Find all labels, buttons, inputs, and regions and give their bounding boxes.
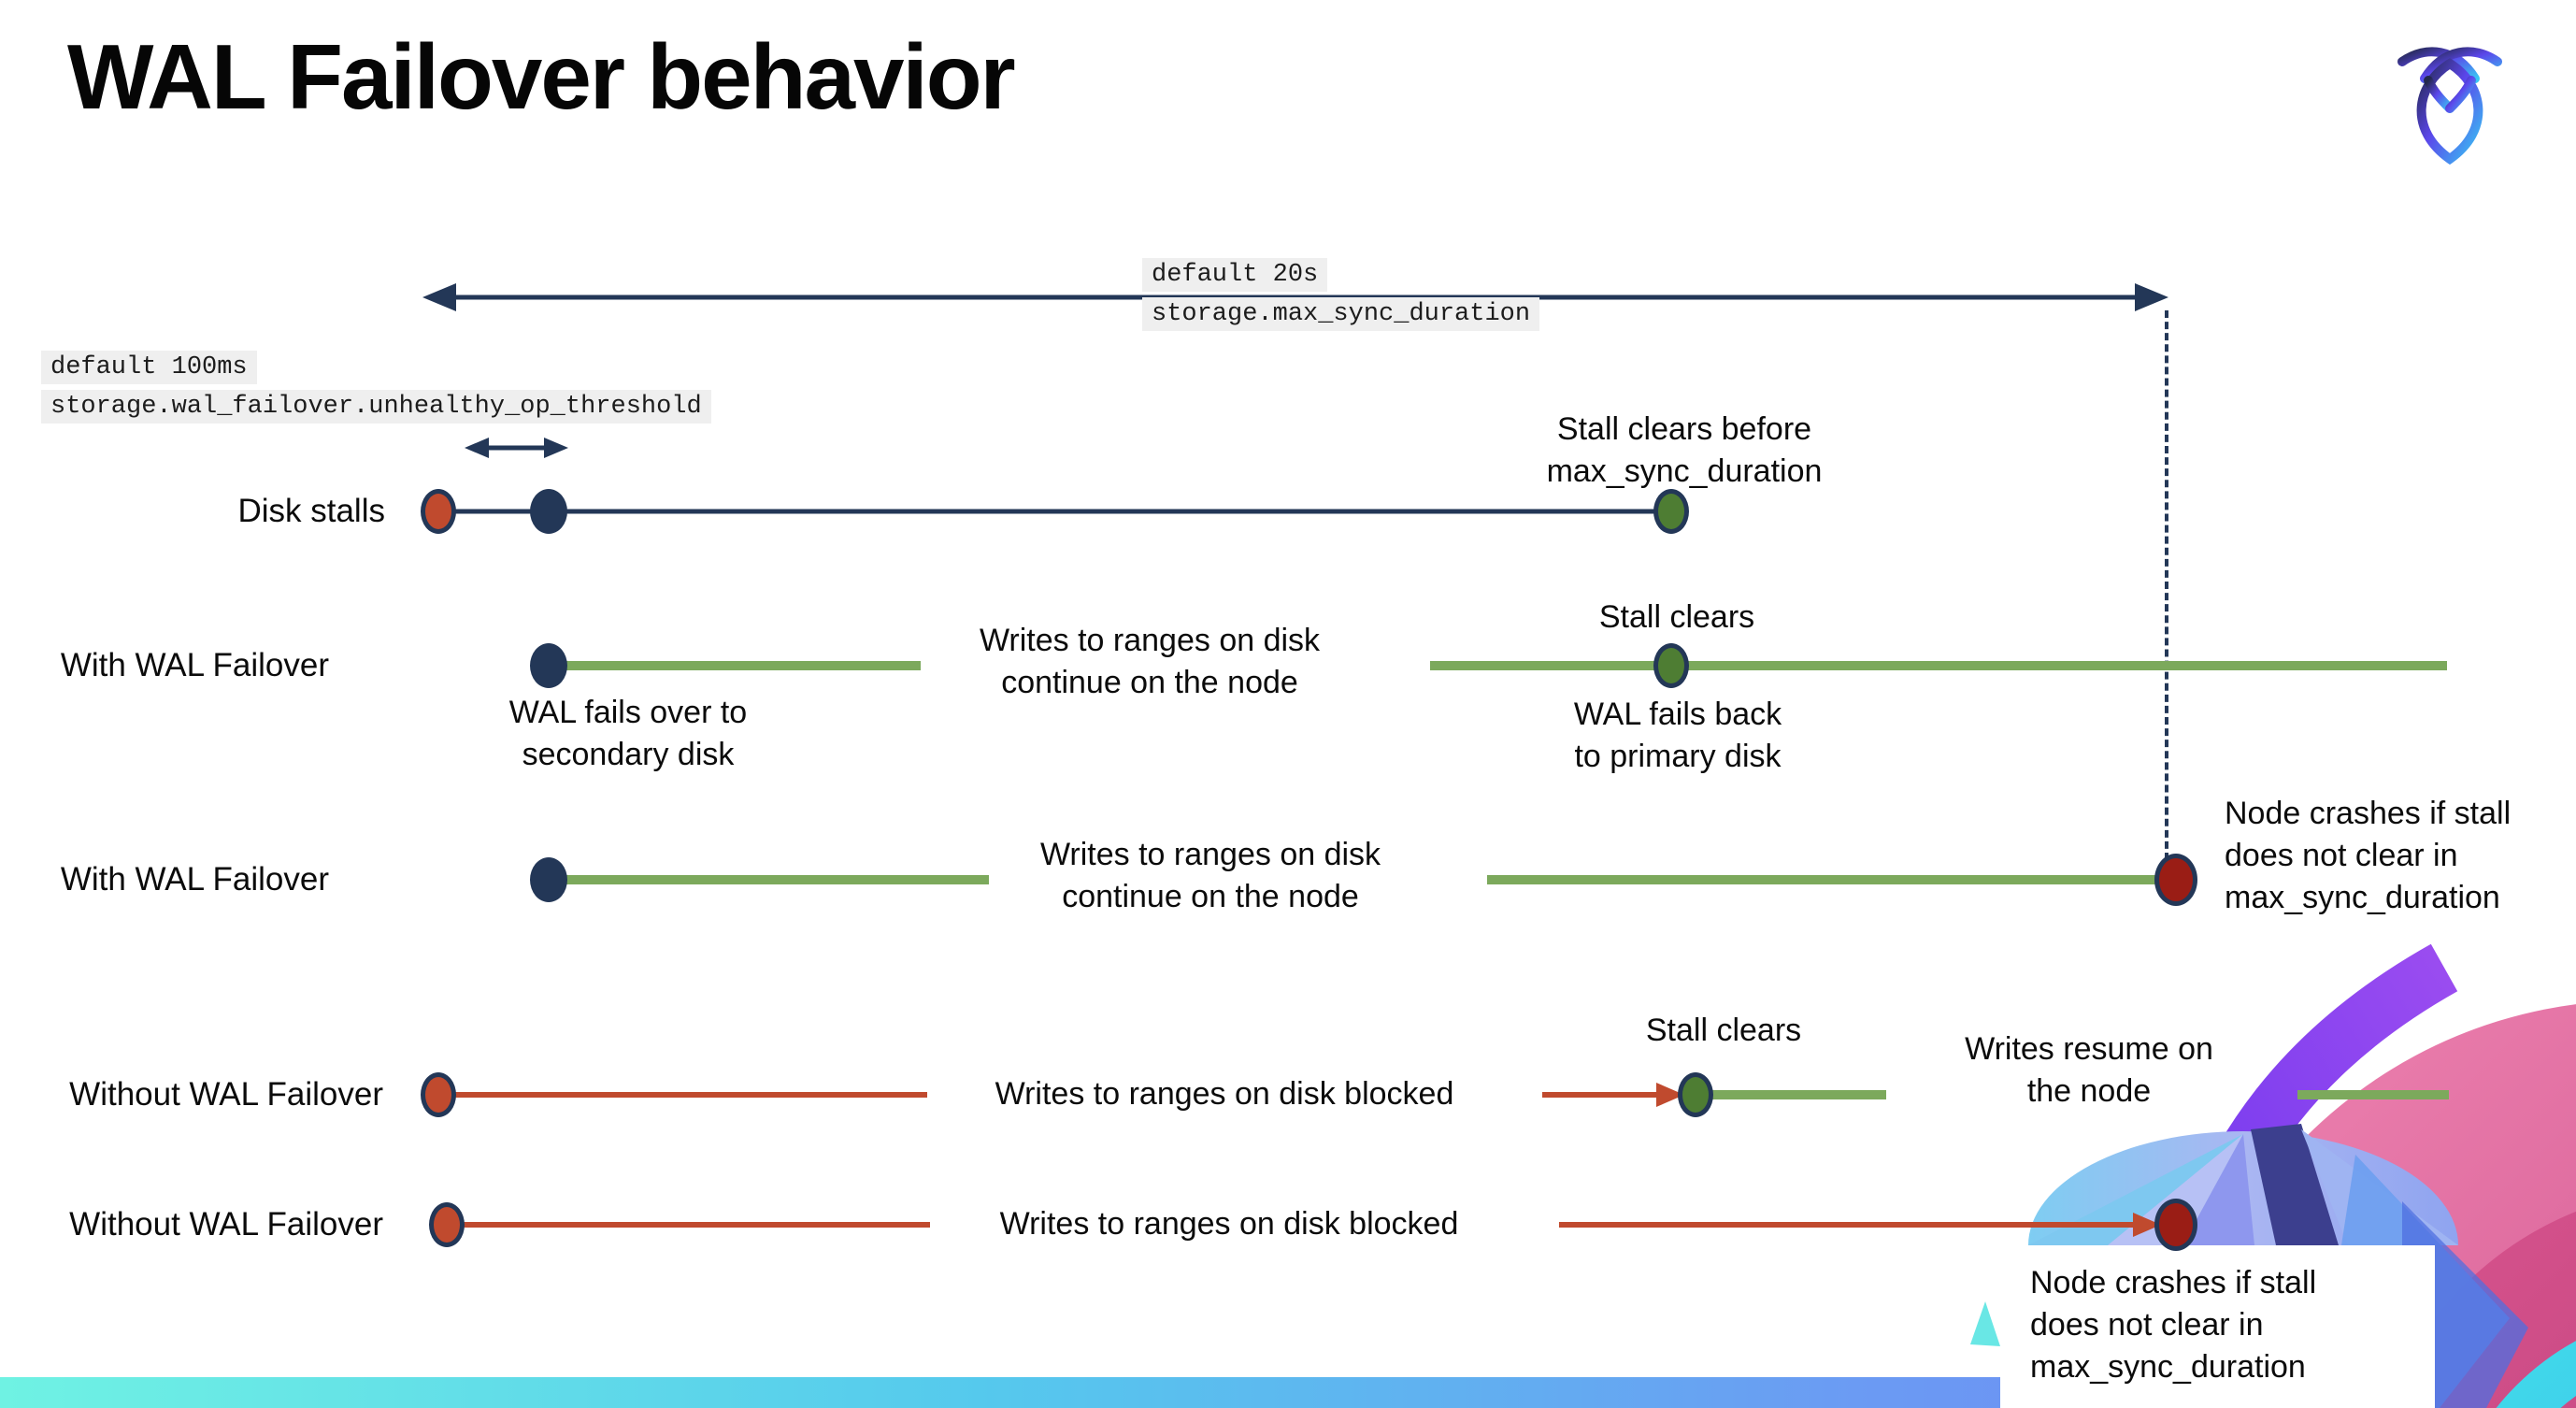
row-label-with-wal-failover-1: With WAL Failover (60, 647, 329, 683)
cockroachdb-logo-icon (2397, 47, 2502, 165)
writes-blocked-line-b (447, 1222, 930, 1228)
threshold-setting-label: storage.wal_failover.unhealthy_op_thresh… (41, 390, 711, 424)
stall-start-dot (421, 489, 456, 534)
caption-stall-clears-2: Stall clears (1645, 1013, 1802, 1048)
node-crash-dot-1 (2154, 854, 2197, 906)
threshold-span-arrow-line (481, 445, 551, 451)
threshold-span-arrow-right-head (544, 438, 568, 458)
caption-fails-over: WAL fails over to secondary disk (508, 695, 748, 772)
threshold-reached-dot (530, 489, 567, 534)
stall-start-dot-2 (421, 1072, 456, 1117)
max-sync-span-arrow-right-head (2135, 283, 2168, 311)
row-label-without-wal-failover-2: Without WAL Failover (69, 1206, 383, 1243)
stall-start-dot-3 (429, 1202, 465, 1247)
row-label-with-wal-failover-2: With WAL Failover (60, 861, 329, 898)
threshold-default-label: default 100ms (41, 351, 257, 384)
writes-continue-line-a (553, 661, 921, 670)
caption-stall-clears-1: Stall clears (1598, 599, 1755, 635)
caption-writes-continue-2: Writes to ranges on disk continue on the… (1039, 837, 1381, 914)
writes-blocked-line-a (438, 1092, 927, 1098)
blocked-arrow-line-2 (1559, 1222, 2140, 1228)
node-crash-note-box (2000, 1245, 2435, 1408)
caption-writes-resume: Writes resume on the node (1965, 1031, 2213, 1109)
caption-fails-back: WAL fails back to primary disk (1573, 697, 1782, 774)
caption-writes-blocked-1: Writes to ranges on disk blocked (995, 1076, 1454, 1112)
caption-node-crashes-1: Node crashes if stall does not clear in … (2225, 796, 2512, 915)
max-sync-callout: default 20s storage.max_sync_duration (1142, 258, 1540, 331)
page-title: WAL Failover behavior (67, 25, 1016, 128)
stall-clears-before-dot (1653, 489, 1689, 534)
max-sync-span-arrow-left-head (422, 283, 456, 311)
caption-writes-blocked-2: Writes to ranges on disk blocked (999, 1206, 1459, 1242)
writes-continue-line-d (1487, 875, 2176, 884)
writes-continue-line-c (553, 875, 989, 884)
writes-resume-line-a (1712, 1090, 1886, 1099)
row-label-disk-stalls: Disk stalls (237, 493, 385, 529)
row-label-without-wal-failover-1: Without WAL Failover (69, 1076, 383, 1113)
node-crash-dot-2 (2154, 1199, 2197, 1251)
max-sync-boundary-dashed-line (2165, 310, 2168, 860)
threshold-span-arrow-left-head (465, 438, 489, 458)
stall-clears-dot-2 (1678, 1072, 1713, 1117)
disk-stall-timeline-line (438, 509, 1671, 514)
failover-dot-2 (530, 857, 567, 902)
writes-continue-line-b (1430, 661, 2447, 670)
caption-writes-continue-1: Writes to ranges on disk continue on the… (979, 623, 1321, 700)
writes-resume-line-b (2297, 1090, 2449, 1099)
stall-clears-dot-1 (1653, 643, 1689, 688)
blocked-arrow-line-1 (1542, 1092, 1664, 1098)
caption-node-crashes-2: Node crashes if stall does not clear in … (2030, 1265, 2317, 1385)
max-sync-default-label: default 20s (1142, 258, 1328, 292)
threshold-callout: default 100ms storage.wal_failover.unhea… (41, 351, 711, 424)
max-sync-setting-label: storage.max_sync_duration (1142, 297, 1540, 331)
failover-dot (530, 643, 567, 688)
caption-stall-clears-before: Stall clears before max_sync_duration (1546, 411, 1823, 489)
